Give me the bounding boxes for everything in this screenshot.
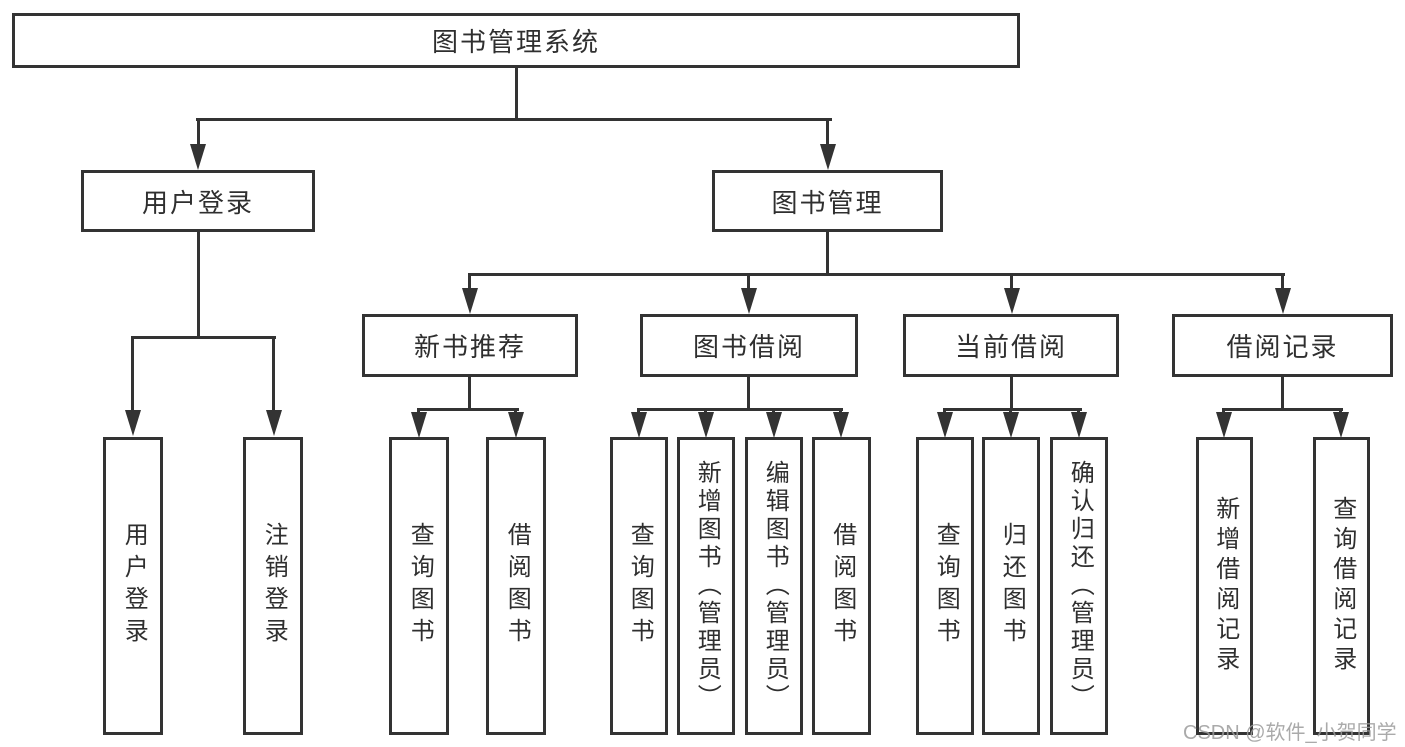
connector-line: [747, 273, 750, 290]
connector-line: [417, 408, 519, 411]
connector-line: [826, 118, 829, 146]
connector-line: [637, 408, 843, 411]
arrow-down-icon: [1071, 412, 1087, 438]
leaf-query-books-recommend: 查询图书: [389, 437, 449, 735]
leaf-query-books-current: 查询图书: [916, 437, 974, 735]
leaf-label: 注销登录: [260, 522, 288, 650]
leaf-logout: 注销登录: [243, 437, 303, 735]
leaf-borrow-books: 借阅图书: [812, 437, 871, 735]
connector-line: [747, 377, 750, 408]
node-book-borrow-label: 图书借阅: [692, 332, 805, 362]
connector-line: [197, 118, 200, 146]
leaf-borrow-books-recommend: 借阅图书: [486, 437, 546, 735]
arrow-down-icon: [698, 412, 714, 438]
arrow-down-icon: [190, 144, 206, 170]
connector-line: [1222, 408, 1343, 411]
leaf-add-books-admin: 新增图书（管理员）: [677, 437, 735, 735]
arrow-down-icon: [1275, 288, 1291, 314]
node-borrow-records-label: 借阅记录: [1226, 332, 1339, 362]
leaf-return-books: 归还图书: [982, 437, 1040, 735]
node-user-login-label: 用户登录: [141, 187, 254, 218]
leaf-label: 新增图书（管理员）: [693, 460, 721, 712]
leaf-label: 编辑图书（管理员）: [761, 460, 789, 712]
node-new-book-recommend-label: 新书推荐: [413, 332, 526, 362]
leaf-label: 归还图书: [998, 522, 1026, 650]
leaf-confirm-return-admin: 确认归还（管理员）: [1050, 437, 1108, 735]
arrow-down-icon: [1003, 412, 1019, 438]
connector-line: [515, 68, 518, 118]
node-current-borrow: 当前借阅: [903, 314, 1119, 377]
node-borrow-records: 借阅记录: [1172, 314, 1393, 377]
connector-line: [1281, 273, 1284, 290]
arrow-down-icon: [266, 410, 282, 436]
leaf-label: 借阅图书: [503, 522, 531, 650]
arrow-down-icon: [125, 410, 141, 436]
leaf-edit-books-admin: 编辑图书（管理员）: [745, 437, 803, 735]
connector-line: [468, 377, 471, 408]
leaf-label: 借阅图书: [828, 522, 856, 650]
arrow-down-icon: [766, 412, 782, 438]
leaf-label: 查询借阅记录: [1328, 496, 1356, 676]
arrow-down-icon: [1333, 412, 1349, 438]
leaf-label: 查询图书: [626, 522, 654, 650]
arrow-down-icon: [741, 288, 757, 314]
arrow-down-icon: [1216, 412, 1232, 438]
connector-line: [131, 336, 276, 339]
connector-line: [826, 232, 829, 273]
leaf-query-borrow-record: 查询借阅记录: [1313, 437, 1370, 735]
connector-line: [468, 273, 471, 290]
connector-line: [131, 336, 134, 412]
leaf-label: 用户登录: [120, 522, 148, 650]
leaf-label: 查询图书: [406, 522, 434, 650]
arrow-down-icon: [411, 412, 427, 438]
connector-line: [468, 273, 1285, 276]
node-book-management-label: 图书管理: [771, 187, 884, 218]
arrow-down-icon: [1004, 288, 1020, 314]
node-root-label: 图书管理系统: [431, 27, 600, 57]
connector-line: [943, 408, 1082, 411]
connector-line: [1281, 377, 1284, 408]
arrow-down-icon: [631, 412, 647, 438]
arrow-down-icon: [508, 412, 524, 438]
arrow-down-icon: [833, 412, 849, 438]
node-book-borrow: 图书借阅: [640, 314, 858, 377]
leaf-label: 查询图书: [932, 522, 960, 650]
leaf-label: 确认归还（管理员）: [1066, 460, 1094, 712]
arrow-down-icon: [820, 144, 836, 170]
connector-line: [196, 118, 832, 121]
connector-line: [197, 232, 200, 336]
leaf-user-login: 用户登录: [103, 437, 163, 735]
node-root: 图书管理系统: [12, 13, 1020, 68]
arrow-down-icon: [937, 412, 953, 438]
leaf-label: 新增借阅记录: [1211, 496, 1239, 676]
node-book-management: 图书管理: [712, 170, 943, 232]
node-user-login: 用户登录: [81, 170, 315, 232]
connector-line: [1010, 273, 1013, 290]
csdn-watermark: CSDN @软件_小贺同学: [1183, 722, 1397, 744]
leaf-add-borrow-record: 新增借阅记录: [1196, 437, 1253, 735]
connector-line: [1010, 377, 1013, 408]
arrow-down-icon: [462, 288, 478, 314]
node-new-book-recommend: 新书推荐: [362, 314, 578, 377]
leaf-query-books-borrow: 查询图书: [610, 437, 668, 735]
connector-line: [272, 336, 275, 412]
node-current-borrow-label: 当前借阅: [954, 332, 1067, 362]
